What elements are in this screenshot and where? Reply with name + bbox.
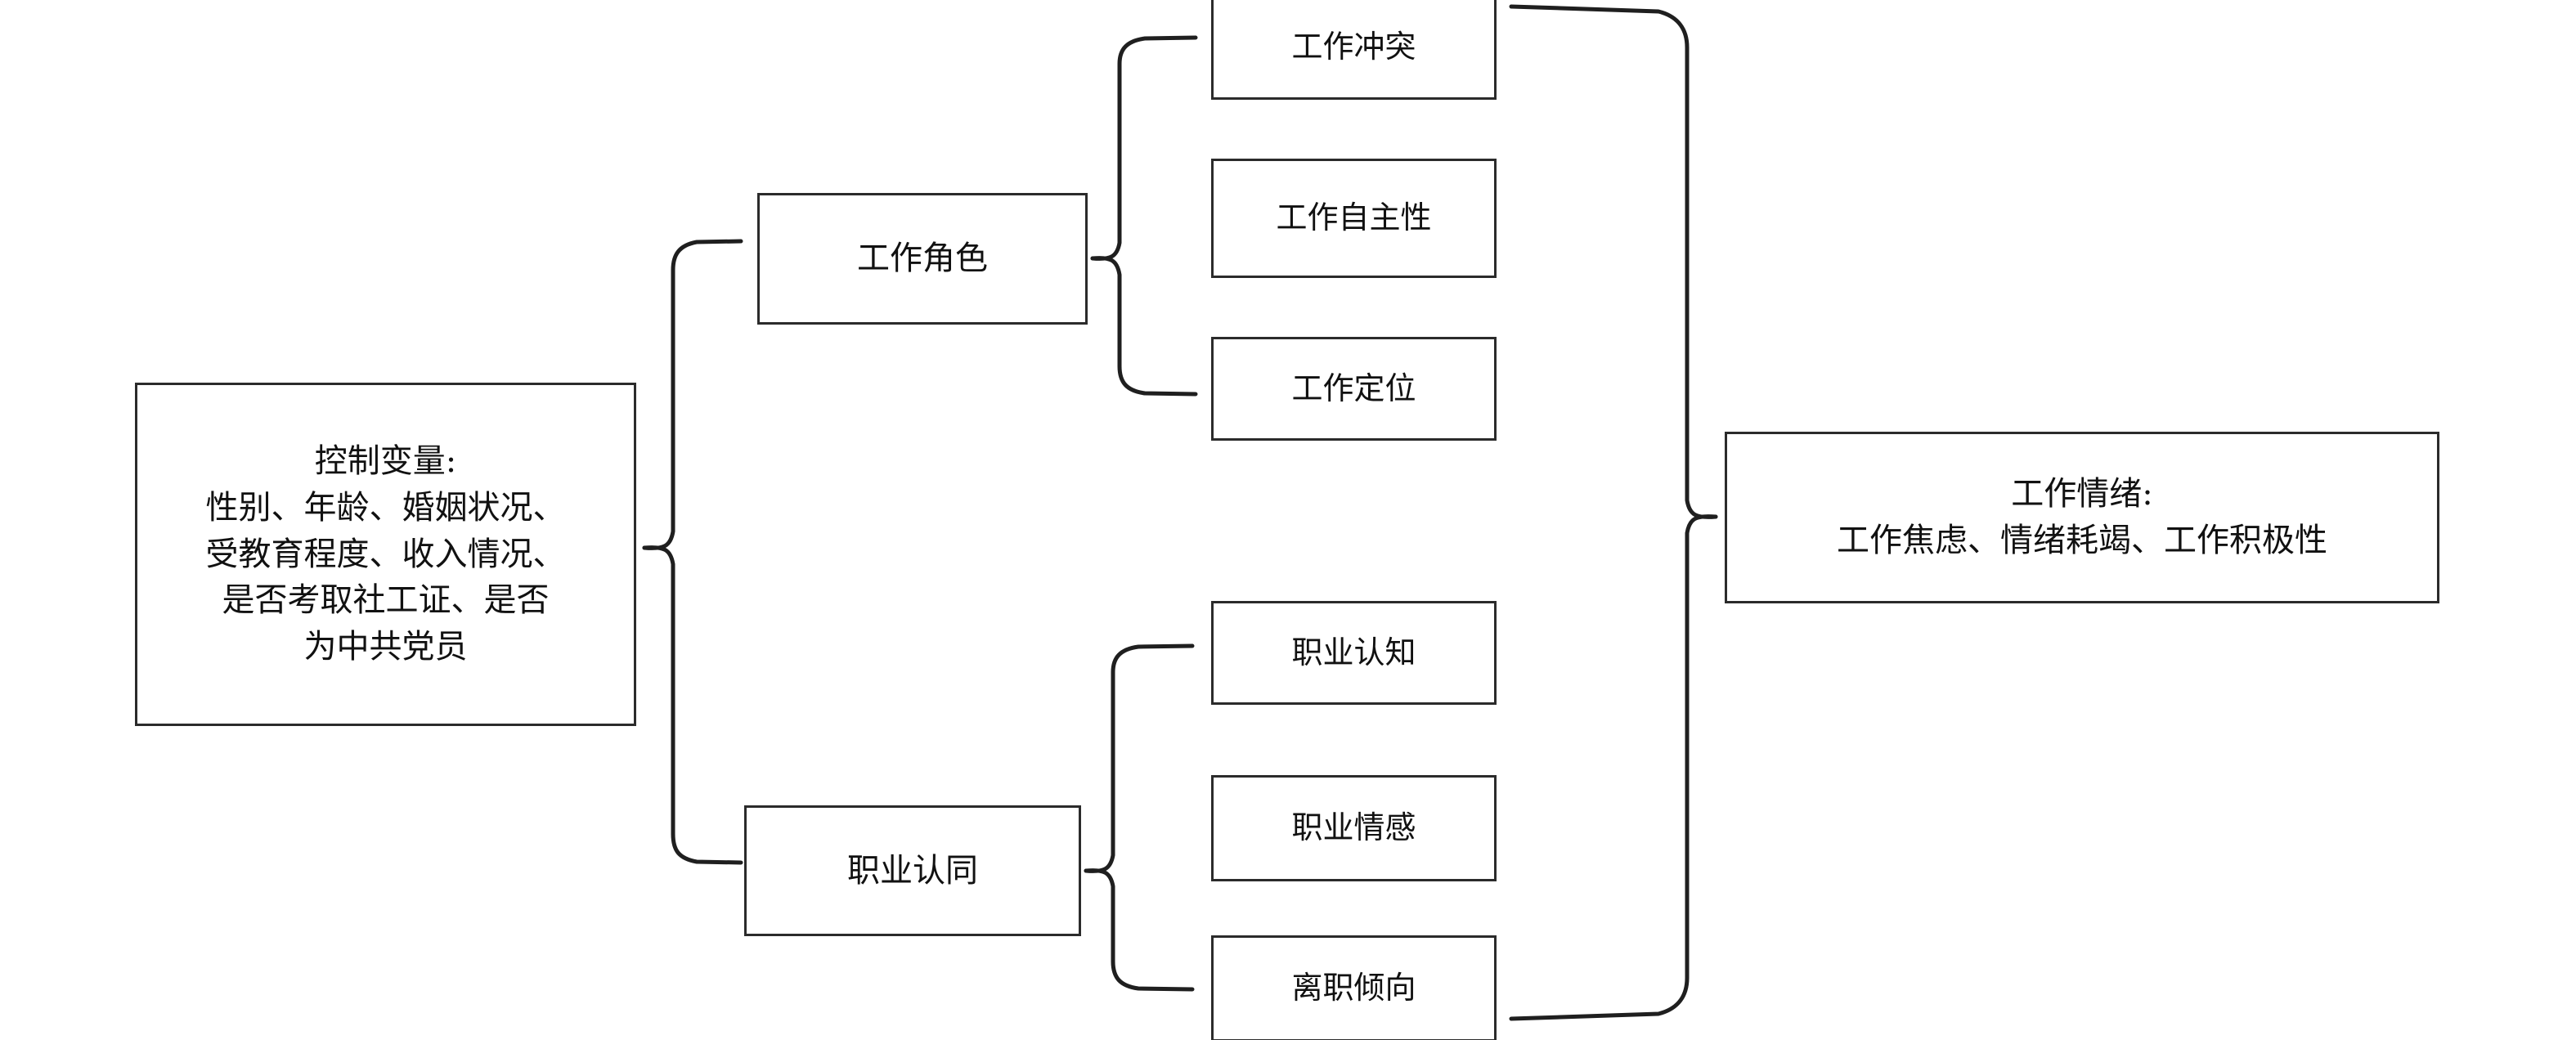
brace-professional-identity-to-children — [1084, 643, 1195, 992]
node-work-conflict-label: 工作冲突 — [1291, 29, 1416, 65]
node-work-emotion[interactable]: 工作情绪: 工作焦虑、情绪耗竭、工作积极性 — [1725, 432, 2439, 603]
node-control-variables-label: 控制变量: 性别、年龄、婚姻状况、 受教育程度、收入情况、 是否考取社工证、是否… — [205, 442, 566, 666]
node-turnover-intention-label: 离职倾向 — [1291, 970, 1416, 1006]
node-professional-affect-label: 职业情感 — [1291, 809, 1416, 846]
node-professional-affect[interactable]: 职业情感 — [1211, 775, 1497, 881]
node-work-autonomy-label: 工作自主性 — [1276, 199, 1432, 236]
brace-children-to-outcome — [1509, 4, 1718, 1021]
node-professional-cognition-label: 职业认知 — [1291, 634, 1416, 670]
node-professional-identity[interactable]: 职业认同 — [744, 805, 1081, 936]
brace-control-to-mediators — [642, 239, 743, 865]
node-work-role[interactable]: 工作角色 — [757, 193, 1088, 325]
node-work-positioning-label: 工作定位 — [1291, 370, 1416, 406]
node-work-conflict[interactable]: 工作冲突 — [1211, 0, 1497, 100]
brace-work-role-to-children — [1090, 35, 1198, 397]
node-turnover-intention[interactable]: 离职倾向 — [1211, 935, 1497, 1040]
node-work-positioning[interactable]: 工作定位 — [1211, 337, 1497, 441]
node-professional-identity-label: 职业认同 — [847, 851, 978, 890]
node-work-role-label: 工作角色 — [857, 240, 988, 278]
node-professional-cognition[interactable]: 职业认知 — [1211, 601, 1497, 705]
node-work-emotion-label: 工作情绪: 工作焦虑、情绪耗竭、工作积极性 — [1837, 475, 2327, 559]
node-control-variables[interactable]: 控制变量: 性别、年龄、婚姻状况、 受教育程度、收入情况、 是否考取社工证、是否… — [135, 383, 636, 726]
node-work-autonomy[interactable]: 工作自主性 — [1211, 159, 1497, 278]
